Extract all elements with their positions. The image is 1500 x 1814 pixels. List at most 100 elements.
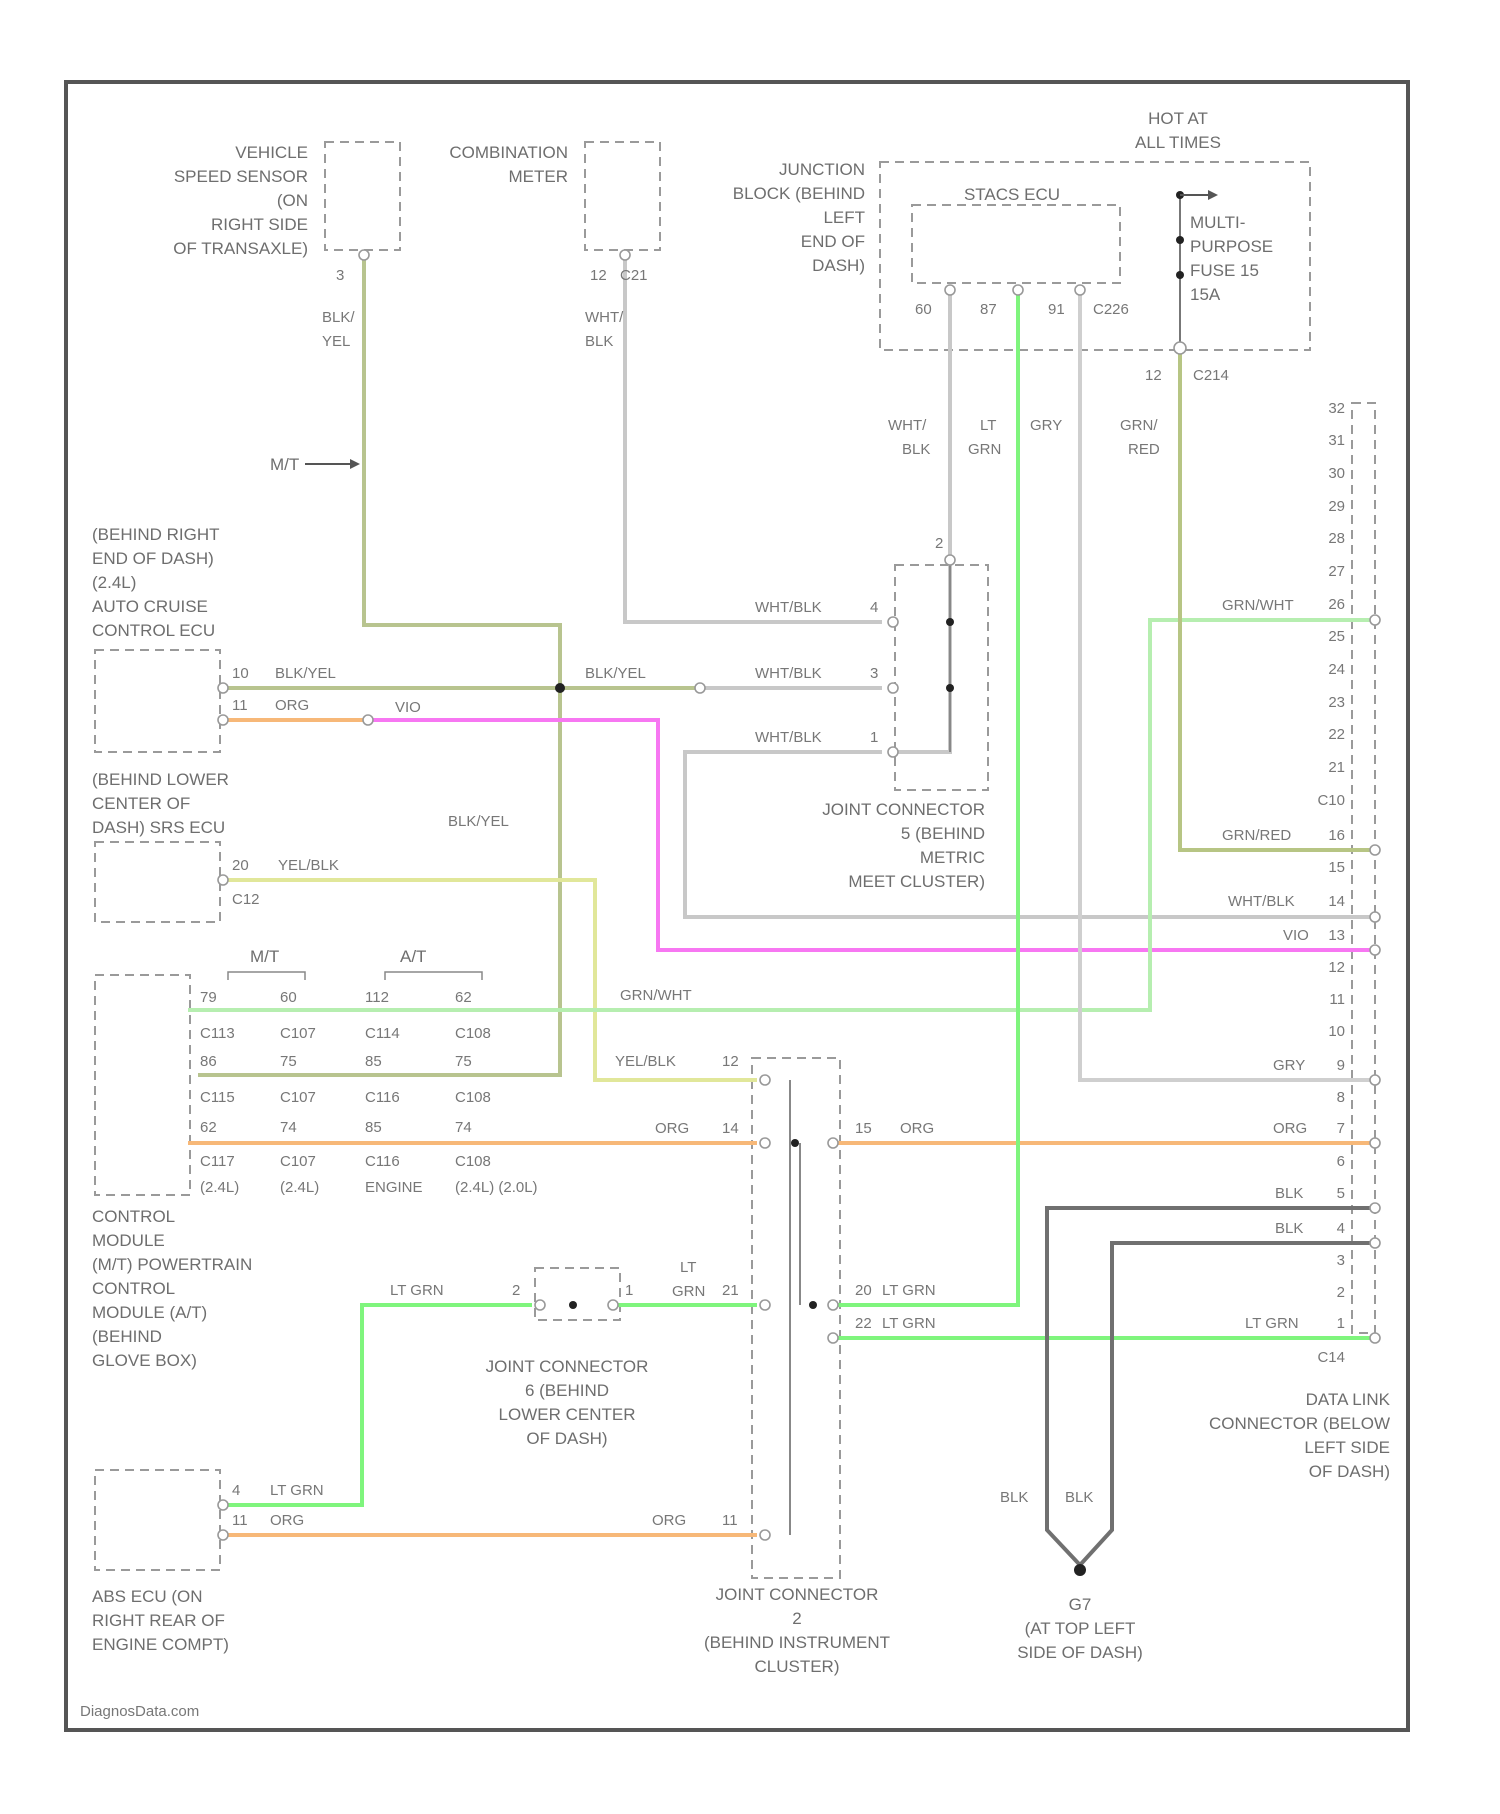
wire-label: BLK/YEL <box>275 665 336 682</box>
jc2-label-line: CLUSTER) <box>754 1657 839 1676</box>
pin-number: 3 <box>870 665 878 682</box>
cruise-label-line: END OF DASH) <box>92 549 214 568</box>
wire-label: BLK <box>1065 1489 1093 1506</box>
wire-blk-1 <box>1047 1208 1375 1565</box>
pin-number: 87 <box>980 301 997 318</box>
jb-label-line: BLOCK (BEHIND <box>733 184 865 203</box>
pin-number: 75 <box>280 1053 297 1070</box>
wire-label: BLK <box>902 441 930 458</box>
wire-wht-blk-meter <box>625 258 880 622</box>
hot-label-line: ALL TIMES <box>1135 133 1221 152</box>
dlc-pin-number: 32 <box>1328 400 1345 417</box>
wire-lt-grn-abs <box>220 1305 530 1505</box>
ecm-label-line: GLOVE BOX) <box>92 1351 197 1370</box>
pin-dlc <box>1370 1203 1380 1213</box>
connector-id: C114 <box>365 1025 400 1042</box>
ground-label-line: SIDE OF DASH) <box>1017 1643 1143 1662</box>
wire-label: BLK/YEL <box>585 665 646 682</box>
connector-id: C115 <box>200 1089 235 1106</box>
wire-label: ORG <box>270 1512 304 1529</box>
watermark: DiagnosData.com <box>80 1703 199 1720</box>
wire-label: VIO <box>395 699 421 716</box>
jc5-label-line: MEET CLUSTER) <box>848 872 985 891</box>
vss-label: VEHICLE SPEED SENSOR (ON RIGHT SIDE OF T… <box>173 143 308 258</box>
cruise-label-line: CONTROL ECU <box>92 621 215 640</box>
fuse-label-line: FUSE 15 <box>1190 261 1259 280</box>
wire-label: LT GRN <box>270 1482 324 1499</box>
jc2-label-line: (BEHIND INSTRUMENT <box>704 1633 890 1652</box>
wire-label: LT GRN <box>882 1315 936 1332</box>
pin-jc2 <box>760 1530 770 1540</box>
wire-label: GRN/WHT <box>620 987 692 1004</box>
wire-label: WHT/BLK <box>755 599 822 616</box>
vss-label-line: RIGHT SIDE <box>211 215 308 234</box>
pin-number: 62 <box>455 989 472 1006</box>
combination-meter-label: COMBINATION METER <box>449 143 568 186</box>
ecm-label-line: (BEHIND <box>92 1327 162 1346</box>
pin-number: 12 <box>722 1053 739 1070</box>
pin-number: 21 <box>722 1282 739 1299</box>
combination-meter-box <box>585 142 660 250</box>
pin-number: 12 <box>590 267 607 284</box>
connector-id: C107 <box>280 1153 316 1170</box>
pin-dlc <box>1370 845 1380 855</box>
dlc-pin-number: 6 <box>1337 1153 1345 1170</box>
ecm-label-line: CONTROL <box>92 1279 175 1298</box>
wire-label: GRN/WHT <box>1222 597 1294 614</box>
wire-label: WHT/ <box>585 309 624 326</box>
dlc-pin-number: 24 <box>1328 661 1345 678</box>
splice-dot <box>809 1301 817 1309</box>
wire-label: WHT/BLK <box>755 729 822 746</box>
wire-label: VIO <box>1283 927 1309 944</box>
pin-number: 14 <box>722 1120 739 1137</box>
dlc-label: DATA LINK CONNECTOR (BELOW LEFT SIDE OF … <box>1209 1390 1391 1481</box>
pin-number: 86 <box>200 1053 217 1070</box>
dlc-pin-number: 12 <box>1328 959 1345 976</box>
pin-jc2 <box>760 1300 770 1310</box>
ecm-label: CONTROL MODULE (M/T) POWERTRAIN CONTROL … <box>92 1207 252 1370</box>
jc2-label: JOINT CONNECTOR 2 (BEHIND INSTRUMENT CLU… <box>704 1585 890 1676</box>
ground-label-line: G7 <box>1069 1595 1092 1614</box>
cruise-label-line: (2.4L) <box>92 573 136 592</box>
joint-connector-6-box <box>535 1268 620 1320</box>
dlc-pin-number: 15 <box>1328 859 1345 876</box>
pin-number: 11 <box>232 697 248 714</box>
stacs-ecu-label: STACS ECU <box>964 185 1060 204</box>
wire-label: YEL <box>322 333 350 350</box>
pin-stacs <box>1013 285 1023 295</box>
wire-label: GRN <box>968 441 1001 458</box>
pin-number: 4 <box>870 599 878 616</box>
hot-at-all-times-label: HOT AT ALL TIMES <box>1135 109 1221 152</box>
connector-id: C226 <box>1093 301 1129 318</box>
wire-label: WHT/ <box>888 417 927 434</box>
dlc-pin-number: 29 <box>1328 498 1345 515</box>
pin-number: 91 <box>1048 301 1065 318</box>
pin-dlc <box>1370 1238 1380 1248</box>
pin-abs <box>218 1500 228 1510</box>
vss-label-line: VEHICLE <box>235 143 308 162</box>
pin-jc6 <box>608 1300 618 1310</box>
pin-vss <box>359 250 369 260</box>
wire-label: BLK/YEL <box>448 813 509 830</box>
wire-label: BLK/ <box>322 309 355 326</box>
pin-number: 20 <box>232 857 249 874</box>
fuse-dot <box>1176 271 1184 279</box>
splice-dot <box>555 683 565 693</box>
ecm-note: (2.4L) (2.0L) <box>455 1179 538 1196</box>
jb-label-line: END OF <box>801 232 865 251</box>
pin-jc2 <box>828 1300 838 1310</box>
ecm-label-line: MODULE <box>92 1231 165 1250</box>
wire-label: WHT/BLK <box>1228 893 1295 910</box>
fuse-label-line: PURPOSE <box>1190 237 1273 256</box>
pin-number: 2 <box>512 1282 520 1299</box>
splice-dot <box>946 618 954 626</box>
connector-id: C214 <box>1193 367 1229 384</box>
wire-label: ORG <box>900 1120 934 1137</box>
dlc-pin-column: 32 31 30 29 28 27 26 25 24 23 22 21 C10 … <box>1317 400 1345 1366</box>
wire-label: ORG <box>1273 1120 1307 1137</box>
abs-ecu-label: ABS ECU (ON RIGHT REAR OF ENGINE COMPT) <box>92 1587 229 1654</box>
dlc-pin-number: 5 <box>1337 1185 1345 1202</box>
abs-label-line: RIGHT REAR OF <box>92 1611 225 1630</box>
jc6-label-line: 6 (BEHIND <box>525 1381 609 1400</box>
pin-abs <box>218 1530 228 1540</box>
